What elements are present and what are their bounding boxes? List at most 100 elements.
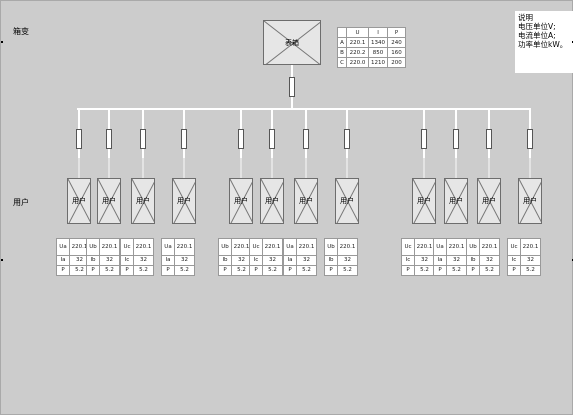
branch-line	[271, 149, 273, 158]
branch-line	[488, 149, 490, 158]
branch-line	[529, 149, 531, 158]
meter-value: 32	[520, 255, 541, 266]
user-box-label: 用户	[449, 197, 463, 205]
meter-key: Uc	[507, 238, 521, 256]
meter-box-cross	[264, 21, 320, 64]
voltage-cell: 220.1	[346, 37, 369, 48]
meter-value: 5.2	[296, 265, 317, 276]
branch-line	[108, 157, 110, 179]
branch-fuse	[527, 129, 533, 149]
meter-key: Ib	[466, 255, 480, 266]
user-box-label: 用户	[340, 197, 354, 205]
meter-value: 5.2	[414, 265, 435, 276]
power-cell: 160	[387, 47, 406, 58]
branch-fuse	[269, 129, 275, 149]
user-box-label: 用户	[417, 197, 431, 205]
branch-line	[108, 149, 110, 158]
branch-line	[346, 157, 348, 179]
meter-value: 5.2	[479, 265, 500, 276]
main-table-header-cell	[337, 27, 347, 38]
branch-line	[488, 157, 490, 179]
branch-line	[455, 157, 457, 179]
meter-value: 220.1	[414, 238, 435, 256]
meter-value: 5.2	[520, 265, 541, 276]
branch-line	[240, 149, 242, 158]
power-cell: 240	[387, 37, 406, 48]
main-meter-table: U I P A 220.1 1340 240 B 220.2 850 160 C…	[337, 27, 406, 68]
meter-value: 220.1	[479, 238, 500, 256]
branch-fuse	[344, 129, 350, 149]
meter-key: P	[507, 265, 521, 276]
branch-fuse	[238, 129, 244, 149]
user-box: 用户	[335, 178, 359, 224]
branch-fuse	[181, 129, 187, 149]
meter-key: Uc	[249, 238, 263, 256]
branch-line	[346, 109, 348, 129]
meter-key: P	[324, 265, 338, 276]
meter-value: 5.2	[262, 265, 283, 276]
branch-line	[78, 109, 80, 129]
meter-value: 220.1	[174, 238, 195, 256]
user-box-cross	[173, 179, 195, 223]
branch-line	[529, 109, 531, 129]
busbar-line	[77, 108, 531, 110]
power-cell: 200	[387, 57, 406, 68]
legend-title: 说明	[518, 13, 533, 22]
branch-line	[346, 149, 348, 158]
branch-line	[108, 109, 110, 129]
current-cell: 1340	[368, 37, 388, 48]
meter-key: P	[86, 265, 100, 276]
main-feeder-line	[291, 97, 293, 109]
meter-key: Ua	[433, 238, 447, 256]
main-table-row: B 220.2 850 160	[337, 47, 406, 58]
main-table-row: A 220.1 1340 240	[337, 37, 406, 48]
user-box-cross	[413, 179, 435, 223]
branch-fuse	[140, 129, 146, 149]
user-box: 用户	[444, 178, 468, 224]
user-box-cross	[478, 179, 500, 223]
phase-cell: B	[337, 47, 347, 58]
branch-line	[183, 149, 185, 158]
branch-line	[455, 149, 457, 158]
meter-key: Ic	[401, 255, 415, 266]
main-table-header-cell: P	[387, 27, 406, 38]
user-box: 用户	[412, 178, 436, 224]
user-box-cross	[68, 179, 90, 223]
branch-line	[529, 157, 531, 179]
branch-line	[455, 109, 457, 129]
meter-key: P	[249, 265, 263, 276]
user-box-label: 用户	[177, 197, 191, 205]
meter-key: P	[466, 265, 480, 276]
